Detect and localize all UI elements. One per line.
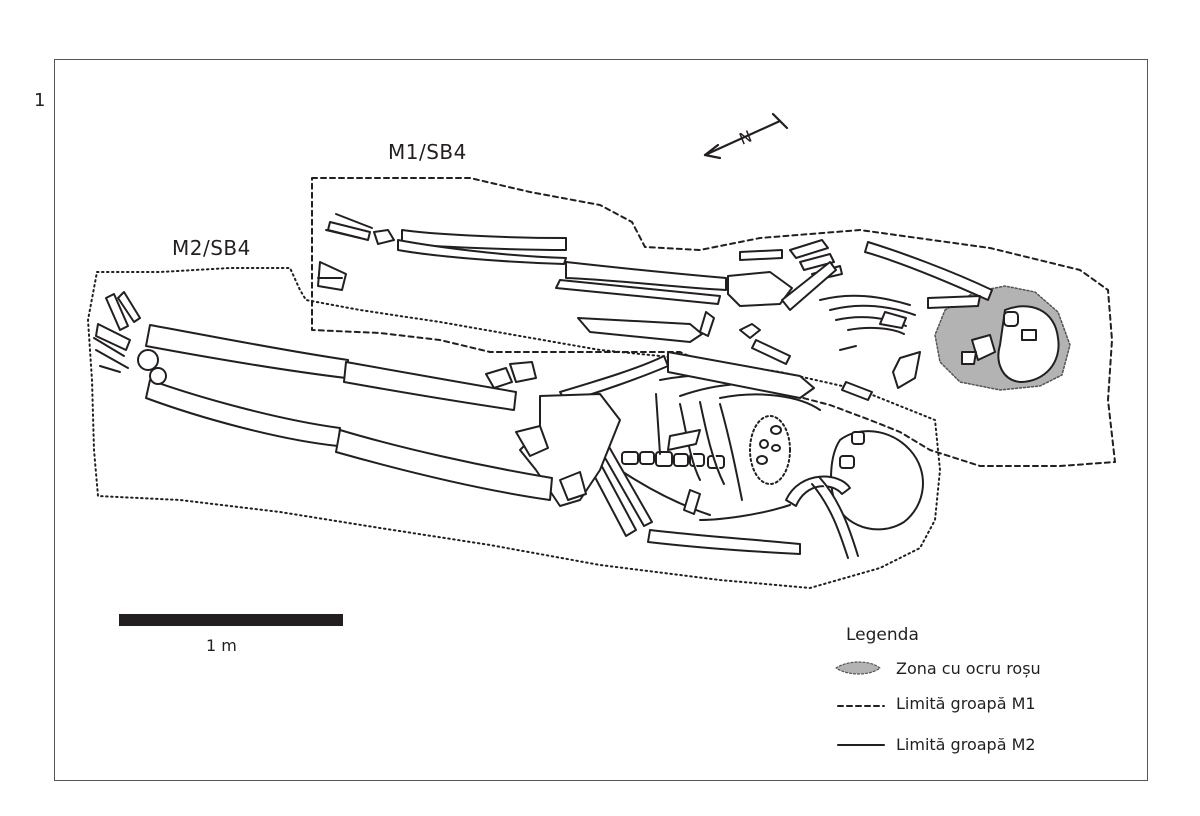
skeleton-m1 bbox=[317, 213, 1060, 401]
legend-item-ochre: Zona cu ocru roșu bbox=[896, 659, 1041, 678]
figure-frame bbox=[54, 59, 1148, 781]
label-m2: M2/SB4 bbox=[172, 236, 251, 260]
legend-item-m1-limit: Limită groapă M1 bbox=[896, 694, 1036, 713]
north-arrow-letter: N bbox=[736, 127, 754, 149]
figure-number: 1 bbox=[34, 90, 46, 111]
legend-item-m2-limit: Limită groapă M2 bbox=[896, 735, 1036, 754]
m1-pit-boundary bbox=[311, 177, 1116, 467]
legend-title: Legenda bbox=[846, 625, 919, 645]
skeleton-m2 bbox=[93, 291, 924, 559]
north-arrow-icon bbox=[703, 112, 789, 160]
scale-bar bbox=[119, 614, 343, 626]
label-m1: M1/SB4 bbox=[388, 140, 467, 164]
m2-pit-boundary bbox=[87, 267, 941, 589]
scale-label: 1 m bbox=[206, 636, 237, 655]
legend-ochre-symbol bbox=[835, 661, 881, 675]
